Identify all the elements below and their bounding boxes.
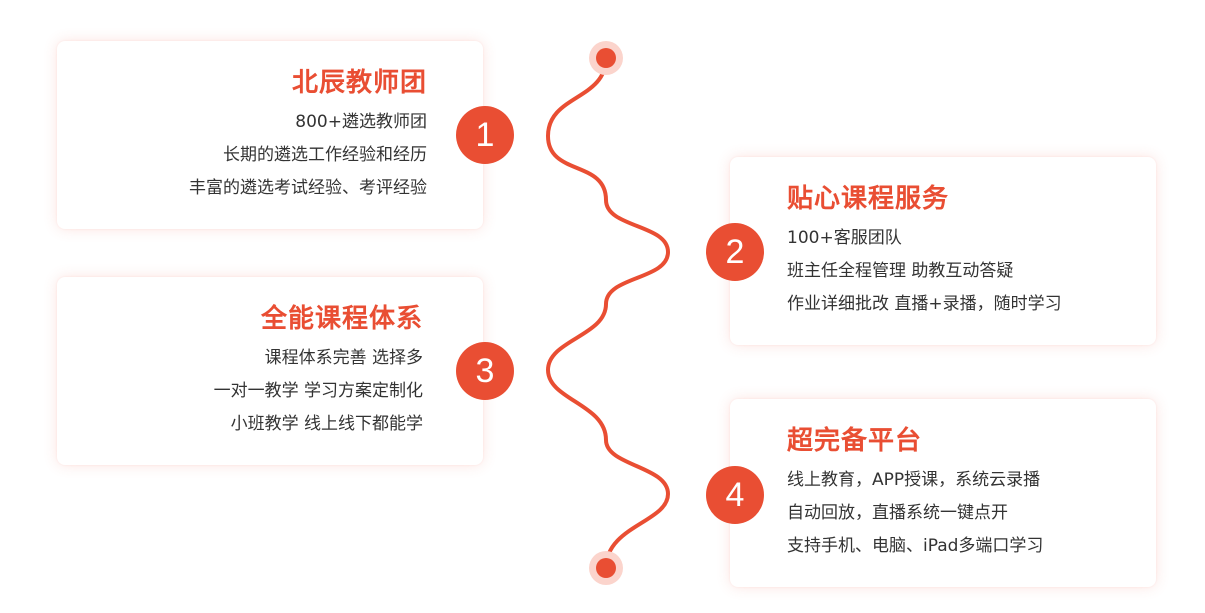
feature-card-teachers: 北辰教师团 800+遴选教师团 长期的遴选工作经验和经历 丰富的遴选考试经验、考… [57, 41, 483, 229]
card-title: 北辰教师团 [291, 68, 427, 98]
feature-card-service: 贴心课程服务 100+客服团队 班主任全程管理 助教互动答疑 作业详细批改 直播… [730, 157, 1156, 345]
card-line: 支持手机、电脑、iPad多端口学习 [787, 536, 1044, 556]
timeline-start-dot [589, 41, 623, 75]
step-number-badge: 2 [706, 223, 764, 281]
timeline-end-dot [589, 551, 623, 585]
card-line: 课程体系完善 选择多 [264, 348, 423, 368]
card-line: 100+客服团队 [787, 228, 902, 248]
step-number-badge: 1 [456, 106, 514, 164]
feature-card-curriculum: 全能课程体系 课程体系完善 选择多 一对一教学 学习方案定制化 小班教学 线上线… [57, 277, 483, 465]
feature-card-platform: 超完备平台 线上教育，APP授课，系统云录播 自动回放，直播系统一键点开 支持手… [730, 399, 1156, 587]
step-number-badge: 4 [706, 466, 764, 524]
card-line: 丰富的遴选考试经验、考评经验 [189, 178, 427, 198]
card-title: 贴心课程服务 [787, 184, 950, 214]
card-title: 超完备平台 [787, 426, 923, 456]
card-title: 全能课程体系 [260, 304, 423, 334]
card-line: 自动回放，直播系统一键点开 [787, 503, 1008, 523]
card-line: 线上教育，APP授课，系统云录播 [787, 470, 1041, 490]
card-line: 长期的遴选工作经验和经历 [223, 145, 427, 165]
card-line: 作业详细批改 直播+录播，随时学习 [787, 294, 1062, 314]
step-number-badge: 3 [456, 342, 514, 400]
card-line: 800+遴选教师团 [295, 112, 427, 132]
card-line: 一对一教学 学习方案定制化 [213, 381, 423, 401]
card-line: 小班教学 线上线下都能学 [230, 414, 423, 434]
card-line: 班主任全程管理 助教互动答疑 [787, 261, 1014, 281]
